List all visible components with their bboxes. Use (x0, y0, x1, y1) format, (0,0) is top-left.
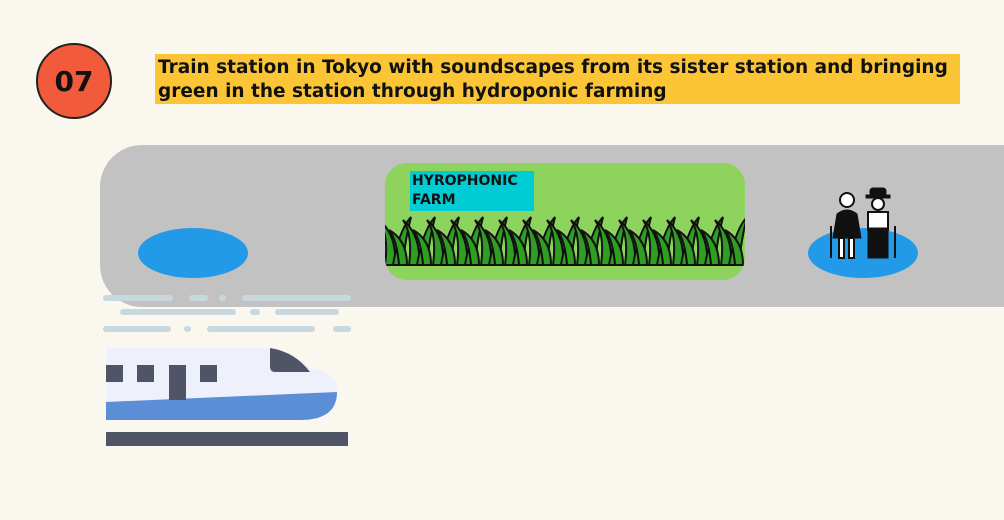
title-banner: Train station in Tokyo with soundscapes … (155, 54, 960, 104)
blue-spot-right (808, 228, 918, 278)
train-icon (103, 295, 351, 446)
hydroponic-farm-box: HYROPHONIC FARM (385, 163, 745, 280)
farm-label: HYROPHONIC FARM (410, 171, 534, 211)
step-number-badge: 07 (36, 43, 112, 119)
elderly-couple-icon (830, 187, 896, 259)
blue-spot-left (138, 228, 248, 278)
grass-icon (385, 216, 745, 266)
step-number: 07 (54, 64, 94, 98)
